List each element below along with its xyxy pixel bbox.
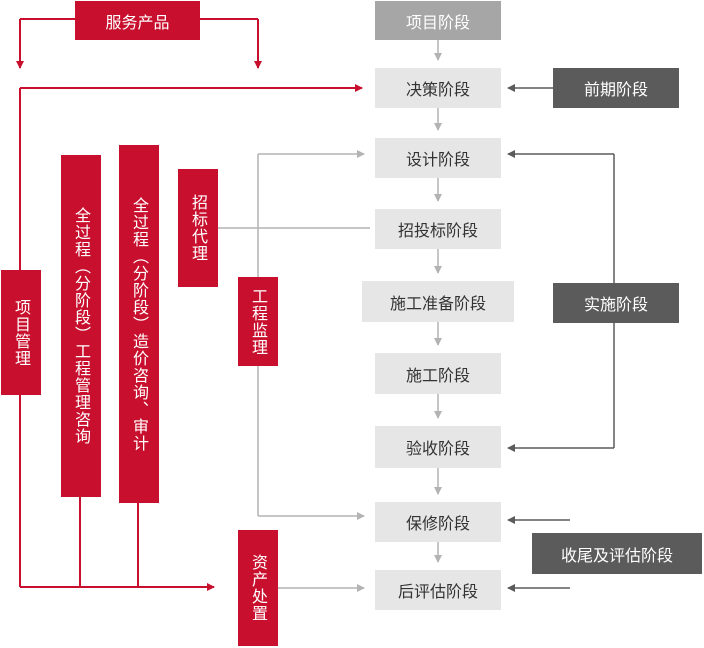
- supervision-box: 工程监理: [238, 277, 278, 366]
- stage-warranty-label: 保修阶段: [405, 514, 470, 533]
- asset-disposal-box: 资产处置: [238, 530, 278, 646]
- gray-arrows: [218, 40, 442, 592]
- red-bus-lines: [19, 84, 363, 591]
- phase-implementation-box: 实施阶段: [553, 283, 679, 323]
- stage-tender: 招投标阶段: [375, 209, 501, 249]
- full-process-cost-box: 全过程（分阶段）造价咨询、审计: [119, 145, 159, 503]
- stage-acceptance: 验收阶段: [375, 426, 501, 468]
- phase-early-label: 前期阶段: [583, 80, 648, 99]
- asset-disposal-label: 资产处置: [249, 554, 268, 622]
- project-management-label: 项目管理: [12, 298, 31, 367]
- full-process-consulting-box: 全过程（分阶段）工程管理咨询: [61, 155, 101, 497]
- phase-closing-box: 收尾及评估阶段: [532, 533, 702, 574]
- full-process-consulting-label: 全过程（分阶段）工程管理咨询: [72, 207, 91, 445]
- stage-post-evaluation: 后评估阶段: [375, 570, 501, 610]
- tender-agency-box: 招标代理: [178, 169, 218, 287]
- service-product-box: 服务产品: [75, 1, 200, 40]
- phase-arrows: [507, 84, 615, 592]
- full-process-cost-label: 全过程（分阶段）造价咨询、审计: [130, 196, 149, 452]
- stage-project: 项目阶段: [375, 1, 501, 40]
- phase-early-box: 前期阶段: [553, 68, 679, 108]
- stage-design-label: 设计阶段: [405, 150, 470, 169]
- supervision-label: 工程监理: [249, 287, 268, 356]
- stage-design: 设计阶段: [375, 138, 501, 178]
- stage-post-eval-label: 后评估阶段: [397, 582, 478, 601]
- stage-construction-prep: 施工准备阶段: [362, 281, 514, 322]
- service-product-label: 服务产品: [105, 12, 170, 32]
- service-product-bracket: [16, 18, 262, 69]
- stage-warranty: 保修阶段: [375, 502, 501, 542]
- tender-agency-label: 招标代理: [189, 194, 208, 262]
- stage-decision: 决策阶段: [375, 68, 501, 108]
- stage-decision-label: 决策阶段: [405, 80, 470, 99]
- stage-project-label: 项目阶段: [405, 12, 470, 32]
- stage-prep-label: 施工准备阶段: [389, 293, 486, 313]
- phase-implementation-label: 实施阶段: [583, 295, 648, 314]
- stage-acceptance-label: 验收阶段: [405, 439, 470, 458]
- stage-construction-label: 施工阶段: [405, 365, 470, 385]
- stage-construction: 施工阶段: [375, 353, 501, 394]
- project-management-box: 项目管理: [1, 270, 41, 395]
- stage-tender-label: 招投标阶段: [397, 221, 478, 240]
- phase-closing-label: 收尾及评估阶段: [560, 545, 673, 565]
